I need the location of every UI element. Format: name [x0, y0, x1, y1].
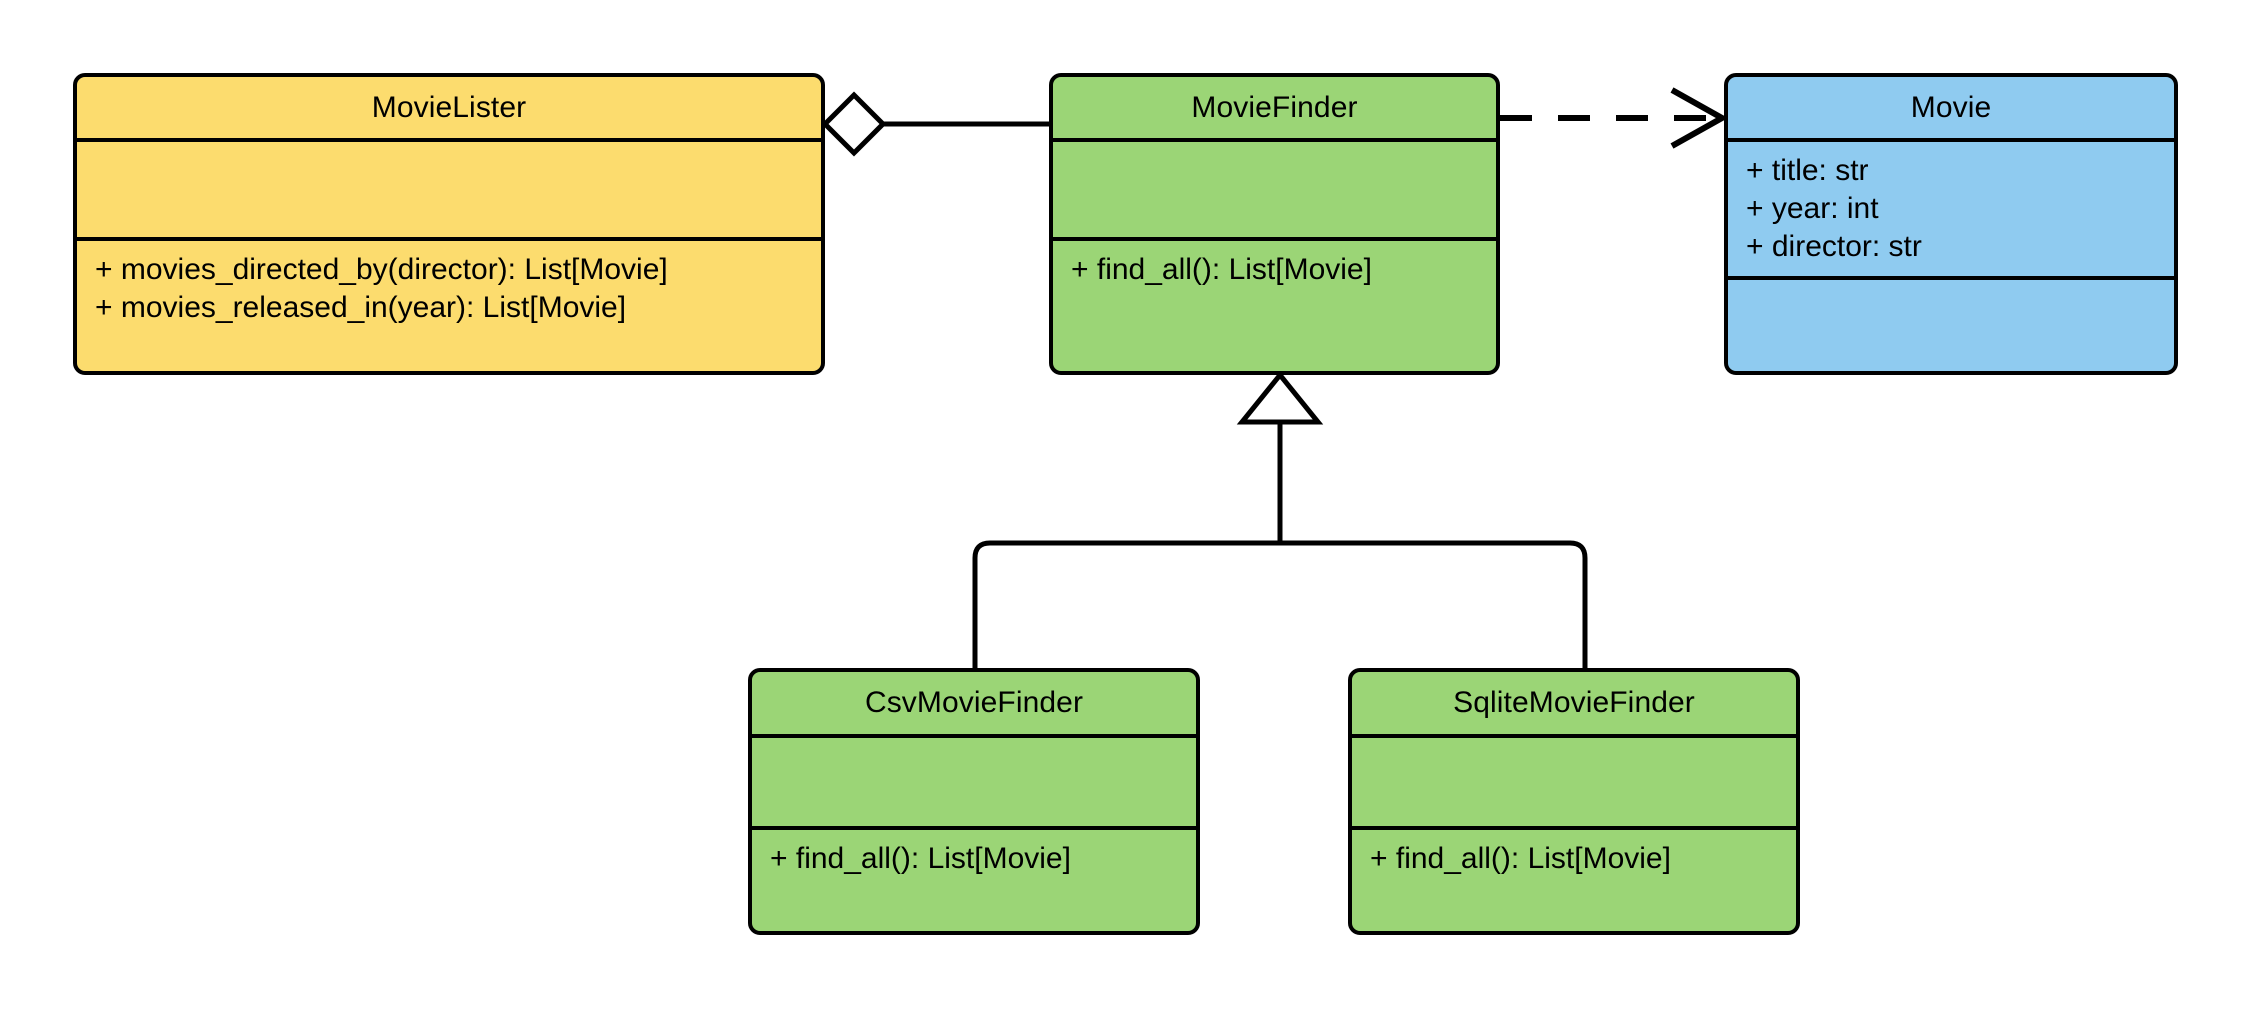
class-box-movie-lister[interactable]: MovieLister + movies_directed_by(directo…: [73, 73, 825, 375]
class-name-movie-finder: MovieFinder: [1191, 90, 1358, 124]
methods-compartment-sqlite-movie-finder: + find_all(): List[Movie]: [1352, 826, 1796, 931]
attribute-item: + director: str: [1746, 230, 1922, 264]
class-name-movie-lister: MovieLister: [371, 90, 527, 124]
attributes-compartment-movie-finder: [1053, 138, 1496, 237]
method-item: + find_all(): List[Movie]: [1370, 842, 1671, 875]
generalization-branch-rail: [972, 540, 1588, 668]
class-box-csv-movie-finder[interactable]: CsvMovieFinder + find_all(): List[Movie]: [748, 668, 1200, 935]
methods-compartment-movie-finder: + find_all(): List[Movie]: [1053, 236, 1496, 371]
class-name-csv-movie-finder: CsvMovieFinder: [864, 686, 1084, 719]
methods-compartment-movie-lister: + movies_directed_by(director): List[Mov…: [77, 236, 821, 371]
hollow-diamond-icon: [821, 91, 887, 157]
attributes-compartment-movie: + title: str + year: int + director: str: [1728, 138, 2174, 276]
methods-compartment-movie: [1728, 276, 2174, 371]
dependency-edge-finder-movie: [1500, 87, 1729, 149]
class-box-sqlite-movie-finder[interactable]: SqliteMovieFinder + find_all(): List[Mov…: [1348, 668, 1800, 935]
class-box-movie[interactable]: Movie + title: str + year: int + directo…: [1724, 73, 2178, 375]
class-name-sqlite-movie-finder: SqliteMovieFinder: [1453, 686, 1695, 719]
attribute-item: + title: str: [1746, 154, 1869, 188]
method-item: + find_all(): List[Movie]: [1071, 252, 1372, 286]
attribute-item: + year: int: [1746, 192, 1879, 226]
aggregation-edge-lister-finder: [821, 91, 1049, 157]
generalization-edge-tree: [972, 371, 1588, 668]
attributes-compartment-movie-lister: [77, 138, 821, 237]
method-item: + movies_released_in(year): List[Movie]: [95, 290, 627, 324]
attributes-compartment-csv-movie-finder: [752, 734, 1196, 826]
methods-compartment-csv-movie-finder: + find_all(): List[Movie]: [752, 826, 1196, 931]
method-item: + find_all(): List[Movie]: [770, 842, 1071, 875]
class-name-movie: Movie: [1910, 90, 1992, 124]
open-arrow-icon: [1670, 87, 1729, 149]
class-box-movie-finder[interactable]: MovieFinder + find_all(): List[Movie]: [1049, 73, 1500, 375]
hollow-triangle-icon: [1236, 371, 1324, 425]
attributes-compartment-sqlite-movie-finder: [1352, 734, 1796, 826]
method-item: + movies_directed_by(director): List[Mov…: [95, 252, 668, 286]
